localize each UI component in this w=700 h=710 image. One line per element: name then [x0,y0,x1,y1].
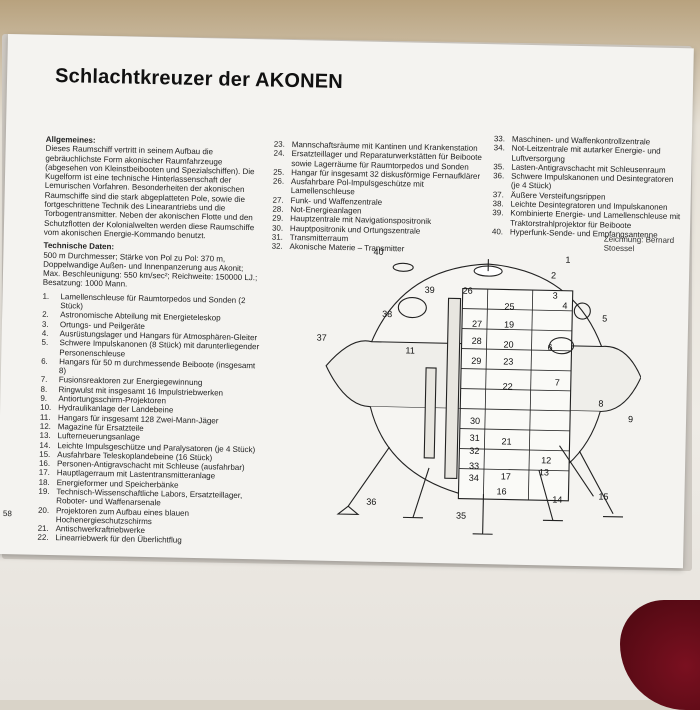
tech-text: 500 m Durchmesser; Stärke von Pol zu Pol… [43,250,262,292]
legend-number: 33. [494,134,512,144]
legend-number: 22. [37,533,55,543]
legend-number: 35. [493,162,511,172]
legend-number: 26. [273,177,291,196]
svg-text:14: 14 [552,495,562,505]
legend-number: 10. [40,403,58,413]
legend-list-2: 23.Mannschaftsräume mit Kantinen und Kra… [272,140,489,256]
svg-text:16: 16 [496,486,506,496]
right-column: 33.Maschinen- und Waffenkontrollzentrale… [492,134,684,240]
svg-text:31: 31 [470,433,480,443]
svg-text:17: 17 [501,471,511,481]
legend-number: 2. [42,310,60,320]
legend-number: 38. [492,199,510,209]
svg-text:15: 15 [598,491,608,501]
general-text: Dieses Raumschiff vertritt in seinem Auf… [44,144,264,242]
legend-number: 34. [493,143,511,162]
legend-number: 5. [41,338,59,357]
legend-number: 28. [272,205,290,215]
legend-number: 27. [272,195,290,205]
svg-text:8: 8 [598,398,603,408]
legend-number: 39. [492,209,510,228]
svg-text:11: 11 [405,345,415,355]
svg-text:2: 2 [551,270,556,280]
svg-text:13: 13 [539,467,549,477]
legend-list-3: 33.Maschinen- und Waffenkontrollzentrale… [492,134,684,240]
svg-text:20: 20 [504,339,514,349]
legend-number: 40. [492,227,510,237]
middle-column: 23.Mannschaftsräume mit Kantinen und Kra… [272,140,489,256]
svg-text:35: 35 [456,510,466,520]
legend-number: 9. [40,394,58,404]
svg-text:30: 30 [470,416,480,426]
legend-number: 12. [40,422,58,432]
legend-number: 8. [40,384,58,394]
svg-text:19: 19 [504,319,514,329]
svg-text:38: 38 [382,309,392,319]
legend-number: 30. [272,223,290,233]
svg-text:34: 34 [469,473,479,483]
legend-list-1: 1.Lamellenschleuse für Raumtorpedos und … [37,292,260,548]
svg-text:9: 9 [628,414,633,424]
svg-text:7: 7 [555,378,560,388]
legend-number: 3. [42,319,60,329]
svg-text:4: 4 [562,301,567,311]
svg-text:26: 26 [463,286,473,296]
svg-text:3: 3 [553,290,558,300]
legend-number: 18. [39,477,57,487]
legend-number: 15. [39,450,57,460]
svg-text:21: 21 [501,436,511,446]
legend-number: 14. [39,440,57,450]
svg-text:1: 1 [565,255,570,265]
legend-number: 19. [38,487,56,506]
left-column: Allgemeines: Dieses Raumschiff vertritt … [37,133,264,547]
legend-number: 11. [40,412,58,422]
legend-number: 16. [39,459,57,469]
svg-text:37: 37 [317,333,327,343]
legend-number: 37. [493,190,511,200]
legend-number: 25. [273,167,291,177]
svg-text:12: 12 [541,455,551,465]
svg-text:28: 28 [472,336,482,346]
page-number: 58 [3,509,12,518]
legend-number: 23. [274,140,292,150]
svg-text:40: 40 [373,247,383,257]
svg-text:29: 29 [471,356,481,366]
svg-text:6: 6 [547,342,552,352]
legend-number: 24. [273,149,291,168]
legend-number: 32. [272,242,290,252]
legend-number: 21. [38,524,56,534]
legend-number: 29. [272,214,290,224]
legend-number: 36. [493,171,511,190]
svg-text:32: 32 [469,446,479,456]
legend-number: 7. [41,375,59,385]
book-page: Schlachtkreuzer der AKONEN Allgemeines: … [0,34,694,568]
legend-number: 1. [42,292,60,311]
legend-number: 17. [39,468,57,478]
svg-text:39: 39 [425,285,435,295]
legend-number: 20. [38,505,56,524]
legend-number: 31. [272,233,290,243]
svg-text:36: 36 [366,497,376,507]
svg-text:22: 22 [503,381,513,391]
svg-text:5: 5 [602,314,607,324]
svg-text:27: 27 [472,319,482,329]
legend-number: 6. [41,357,59,376]
legend-number: 4. [42,329,60,339]
page-title: Schlachtkreuzer der AKONEN [55,65,343,94]
legend-number: 13. [39,431,57,441]
svg-text:25: 25 [504,301,514,311]
svg-text:33: 33 [469,461,479,471]
svg-text:23: 23 [503,356,513,366]
